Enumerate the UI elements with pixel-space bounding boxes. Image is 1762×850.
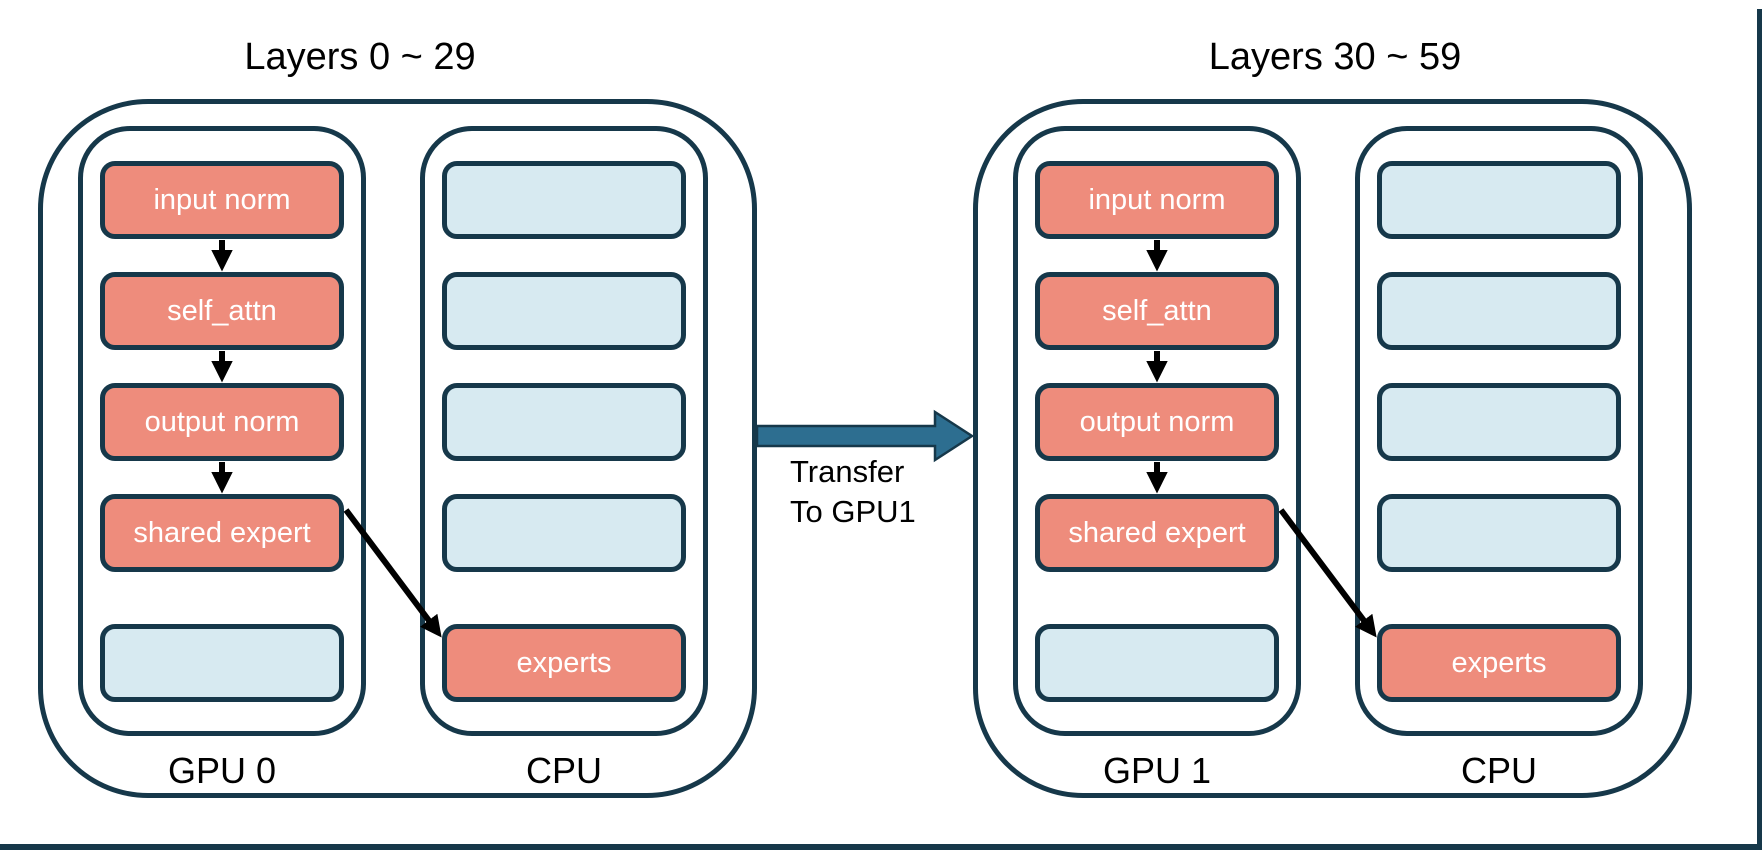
layer-group-30-59: input norm self_attn output norm shared …	[973, 99, 1692, 798]
gpu0-box-self-attn: self_attn	[100, 272, 344, 350]
cpu-right-box-empty-2	[1377, 272, 1621, 350]
cpu-left-box-empty-1	[442, 161, 686, 239]
gpu0-box-empty	[100, 624, 344, 702]
gpu1-box-output-norm: output norm	[1035, 383, 1279, 461]
cpu-label-left: CPU	[525, 750, 602, 791]
gpu0-label: GPU 0	[167, 750, 277, 791]
right-edge-bar	[1757, 9, 1762, 850]
transfer-label-line2: To GPU1	[790, 494, 916, 529]
gpu1-box-input-norm: input norm	[1035, 161, 1279, 239]
box-label: output norm	[144, 405, 300, 438]
gpu1-column	[1013, 126, 1301, 736]
box-label: experts	[516, 646, 612, 679]
gpu1-box-self-attn: self_attn	[1035, 272, 1279, 350]
gpu0-box-shared-expert: shared expert	[100, 494, 344, 572]
box-label: input norm	[153, 183, 291, 216]
transfer-label-line1: Transfer	[790, 454, 905, 489]
cpu-column-right	[1355, 126, 1643, 736]
cpu-right-box-empty-1	[1377, 161, 1621, 239]
gpu1-label: GPU 1	[1102, 750, 1212, 791]
gpu1-box-shared-expert: shared expert	[1035, 494, 1279, 572]
layer-group-0-29: input norm self_attn output norm shared …	[38, 99, 757, 798]
box-label: experts	[1451, 646, 1547, 679]
cpu-left-box-empty-3	[442, 383, 686, 461]
cpu-left-box-empty-2	[442, 272, 686, 350]
box-label: self_attn	[167, 294, 277, 327]
gpu0-box-input-norm: input norm	[100, 161, 344, 239]
box-label: output norm	[1079, 405, 1235, 438]
cpu-label-right: CPU	[1460, 750, 1537, 791]
cpu-left-box-empty-4	[442, 494, 686, 572]
cpu-right-box-empty-4	[1377, 494, 1621, 572]
box-label: shared expert	[133, 516, 311, 549]
transfer-label: Transfer To GPU1	[790, 452, 916, 532]
bottom-edge-bar	[0, 844, 1762, 850]
left-group-title: Layers 0 ~ 29	[244, 36, 476, 78]
cpu-column-left	[420, 126, 708, 736]
right-group-title: Layers 30 ~ 59	[1208, 36, 1462, 78]
box-label: input norm	[1088, 183, 1226, 216]
gpu1-box-empty	[1035, 624, 1279, 702]
gpu0-box-output-norm: output norm	[100, 383, 344, 461]
box-label: shared expert	[1068, 516, 1246, 549]
box-label: self_attn	[1102, 294, 1212, 327]
cpu-right-box-empty-3	[1377, 383, 1621, 461]
cpu-left-box-experts: experts	[442, 624, 686, 702]
gpu0-column	[78, 126, 366, 736]
cpu-right-box-experts: experts	[1377, 624, 1621, 702]
